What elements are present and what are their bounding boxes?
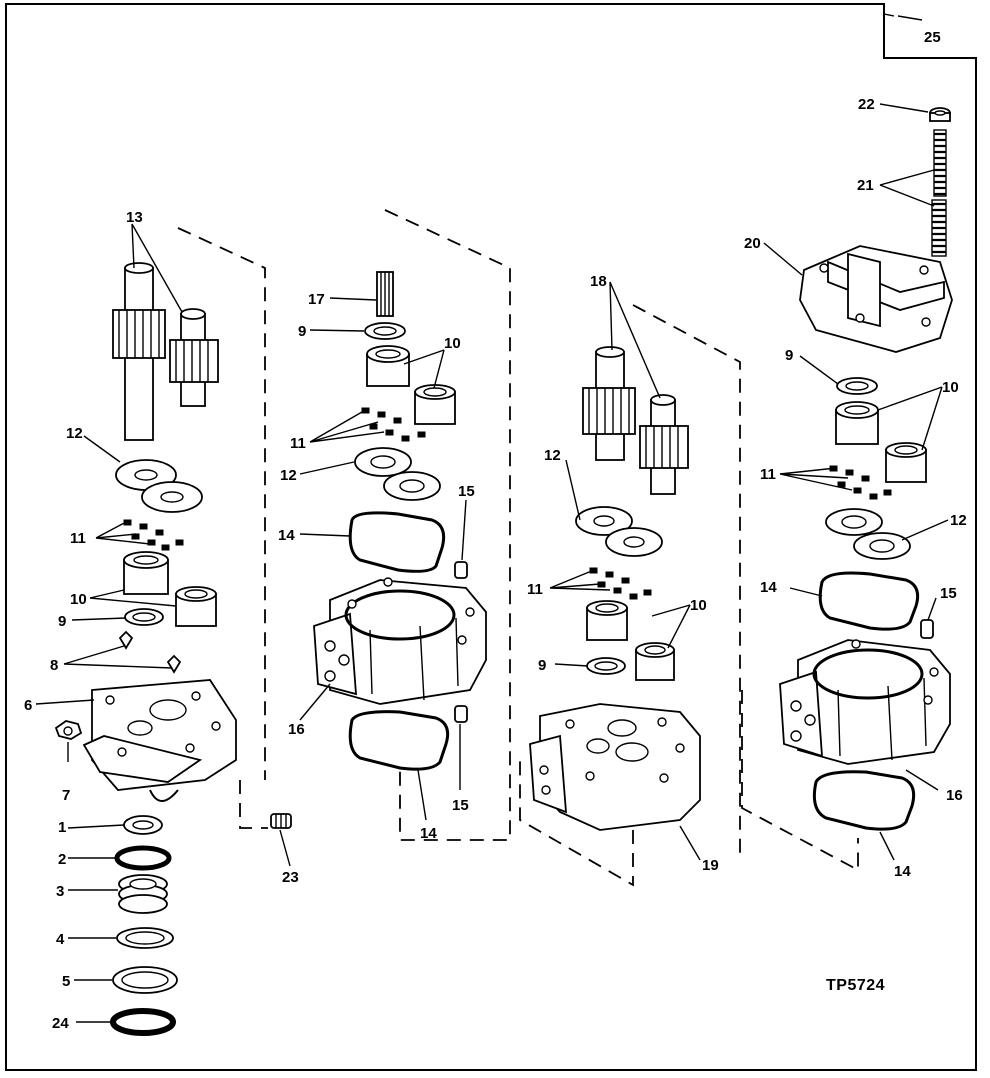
gasket-14-col2-top bbox=[348, 511, 446, 573]
dowel-15-col2-top bbox=[454, 561, 468, 579]
gasket-14-col4-top bbox=[818, 571, 920, 631]
callout-12-col1: 12 bbox=[66, 425, 83, 442]
callout-labels: 25 22 21 20 9 10 11 12 14 15 16 14 18 12… bbox=[24, 29, 967, 1032]
callout-14-col2-top: 14 bbox=[278, 527, 295, 544]
wear-plate-12-col1 bbox=[115, 459, 203, 513]
callout-3: 3 bbox=[56, 883, 64, 900]
bearing-pair-10-col4 bbox=[835, 401, 927, 483]
callout-15-col2-bottom: 15 bbox=[452, 797, 469, 814]
wear-plate-12-col3 bbox=[575, 506, 663, 557]
seal-set-11-col3 bbox=[589, 567, 652, 600]
callout-7: 7 bbox=[62, 787, 70, 804]
coupling-17 bbox=[376, 271, 394, 317]
diagram-frame bbox=[5, 3, 977, 1071]
callout-17: 17 bbox=[308, 291, 325, 308]
wear-plate-12-col4 bbox=[825, 508, 911, 560]
adapter-plate-19 bbox=[529, 703, 701, 831]
callout-25: 25 bbox=[924, 29, 941, 46]
dashed-envelope-1 bbox=[177, 227, 268, 829]
callout-10-col2: 10 bbox=[444, 335, 461, 352]
dashed-envelope-3 bbox=[519, 304, 741, 887]
callout-10-col1: 10 bbox=[70, 591, 87, 608]
callout-6: 6 bbox=[24, 697, 32, 714]
drive-gear-pair-13 bbox=[112, 262, 219, 441]
callout-14-col2-bottom: 14 bbox=[420, 825, 437, 842]
callout-15-col4: 15 bbox=[940, 585, 957, 602]
callout-10-col4: 10 bbox=[942, 379, 959, 396]
callout-15-col2-top: 15 bbox=[458, 483, 475, 500]
callout-9-col1: 9 bbox=[58, 613, 66, 630]
callout-4: 4 bbox=[56, 931, 65, 948]
callout-8: 8 bbox=[50, 657, 58, 674]
callout-12-col3: 12 bbox=[544, 447, 561, 464]
nut-7 bbox=[54, 720, 83, 740]
rear-cover-20 bbox=[799, 245, 953, 353]
callout-1: 1 bbox=[58, 819, 66, 836]
bearing-pair-10-col3 bbox=[586, 600, 675, 681]
callout-19: 19 bbox=[702, 857, 719, 874]
front-cover-6 bbox=[82, 679, 237, 802]
callout-14-col4-top: 14 bbox=[760, 579, 777, 596]
callout-23: 23 bbox=[282, 869, 299, 886]
callout-12-col2: 12 bbox=[280, 467, 297, 484]
callout-10-col3: 10 bbox=[690, 597, 707, 614]
seal-stack-1-5-24 bbox=[110, 815, 178, 1036]
bearing-pair-10-col1 bbox=[123, 551, 217, 627]
callout-12-col4: 12 bbox=[950, 512, 967, 529]
callout-11-col3: 11 bbox=[527, 581, 543, 598]
callout-24: 24 bbox=[52, 1015, 69, 1032]
callout-5: 5 bbox=[62, 973, 70, 990]
seal-set-11-col4 bbox=[829, 465, 892, 500]
callout-16-col4: 16 bbox=[946, 787, 963, 804]
callout-22: 22 bbox=[858, 96, 875, 113]
callout-14-col4-bottom: 14 bbox=[894, 863, 911, 880]
dashed-envelope-2 bbox=[384, 209, 511, 841]
gear-housing-16-col2 bbox=[313, 577, 487, 705]
callout-9-col2: 9 bbox=[298, 323, 306, 340]
dowel-15-col2-bottom bbox=[454, 705, 468, 723]
callout-18: 18 bbox=[590, 273, 607, 290]
fittings-8 bbox=[118, 630, 182, 674]
plug-23 bbox=[270, 813, 292, 829]
dashed-envelope-4 bbox=[741, 690, 859, 872]
callout-16-col2: 16 bbox=[288, 721, 305, 738]
dowel-15-col4 bbox=[920, 619, 934, 639]
callout-11-col2: 11 bbox=[290, 435, 306, 452]
gear-housing-16-col4 bbox=[779, 639, 951, 765]
callout-9-col4: 9 bbox=[785, 347, 793, 364]
washer-22 bbox=[929, 107, 951, 122]
callout-2: 2 bbox=[58, 851, 66, 868]
bearing-pair-10-col2 bbox=[366, 345, 456, 425]
gasket-14-col2-bottom bbox=[348, 710, 450, 771]
gasket-14-col4-bottom bbox=[812, 770, 916, 831]
callout-9-col3: 9 bbox=[538, 657, 546, 674]
callout-13: 13 bbox=[126, 209, 143, 226]
seal-set-11-col2 bbox=[361, 407, 426, 442]
callout-11-col1: 11 bbox=[70, 530, 86, 547]
wear-plate-12-col2 bbox=[354, 447, 441, 501]
springs-21 bbox=[931, 129, 947, 257]
figure-code: TP5724 bbox=[826, 977, 885, 994]
callout-21: 21 bbox=[857, 177, 874, 194]
drive-gear-pair-18 bbox=[582, 346, 689, 495]
callout-11-col4: 11 bbox=[760, 466, 776, 483]
leader-lines bbox=[35, 13, 949, 1023]
callout-20: 20 bbox=[744, 235, 761, 252]
